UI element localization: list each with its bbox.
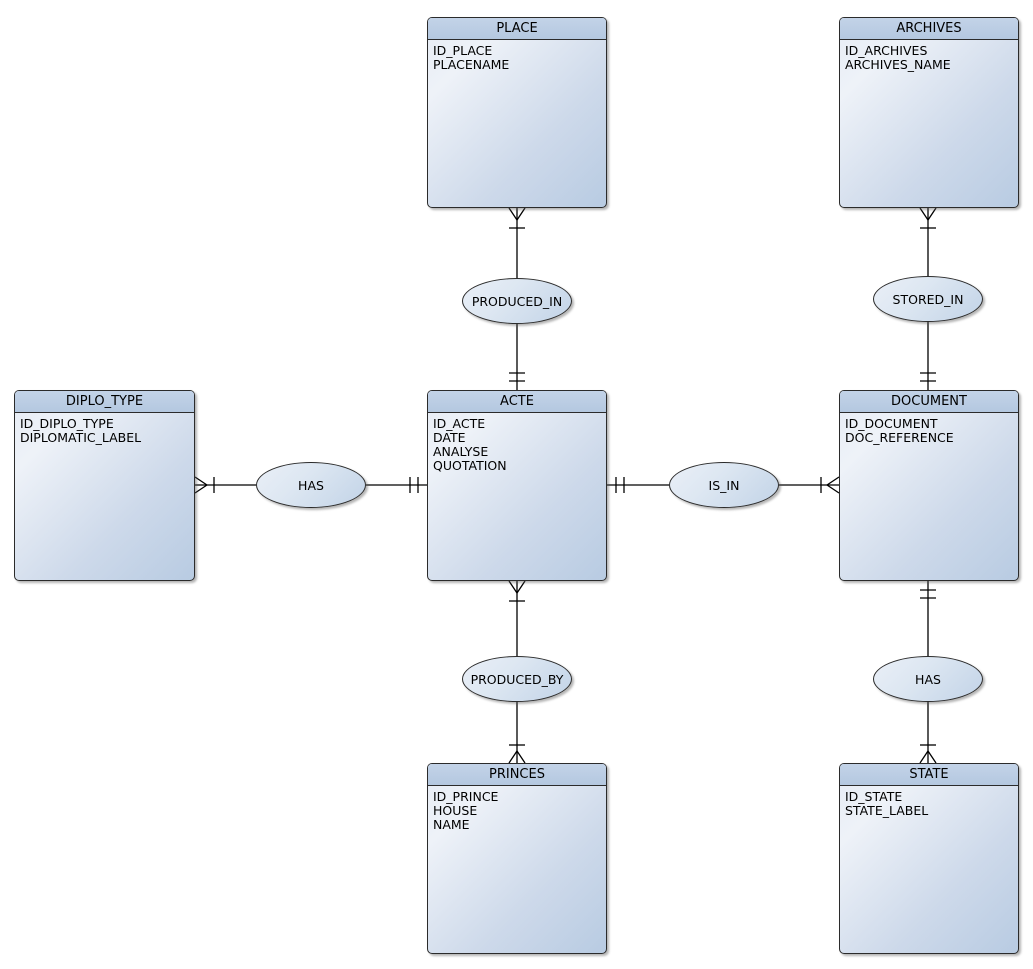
relationship-produced-by[interactable]: PRODUCED_BY — [462, 656, 572, 702]
entity-place[interactable]: PLACE ID_PLACE PLACENAME — [427, 17, 607, 208]
attribute: ID_STATE — [845, 789, 903, 804]
relationship-stored-in[interactable]: STORED_IN — [873, 276, 983, 322]
relationship-label: HAS — [298, 477, 324, 493]
relationship-label: HAS — [915, 671, 941, 687]
entity-acte[interactable]: ACTE ID_ACTE DATE ANALYSE QUOTATION — [427, 390, 607, 581]
attribute: STATE_LABEL — [845, 803, 929, 818]
attribute: DIPLOMATIC_LABEL — [20, 430, 142, 445]
entity-attributes: ID_ARCHIVES ARCHIVES_NAME — [840, 40, 1018, 76]
entity-title: PRINCES — [428, 764, 606, 786]
relationship-label: PRODUCED_BY — [470, 671, 564, 687]
entity-attributes: ID_DOCUMENT DOC_REFERENCE — [840, 413, 1018, 449]
double-tick-icon — [509, 372, 525, 382]
relationship-produced-in[interactable]: PRODUCED_IN — [462, 278, 572, 324]
attribute: HOUSE — [433, 803, 478, 818]
attribute: ID_PLACE — [433, 43, 493, 58]
double-tick-icon — [920, 589, 936, 599]
attribute: DOC_REFERENCE — [845, 430, 954, 445]
connector-acte-is-in-document[interactable] — [607, 476, 840, 494]
attribute: ID_DOCUMENT — [845, 416, 938, 431]
entity-title: DOCUMENT — [840, 391, 1018, 413]
attribute: ID_ACTE — [433, 416, 486, 431]
attribute: ID_ARCHIVES — [845, 43, 928, 58]
connector-archives-stored-in-document[interactable] — [919, 207, 937, 390]
entity-title: ARCHIVES — [840, 18, 1018, 40]
crow-foot-icon — [508, 750, 526, 764]
attribute: PLACENAME — [433, 57, 510, 72]
attribute: ANALYSE — [433, 444, 489, 459]
entity-title: STATE — [840, 764, 1018, 786]
entity-title: PLACE — [428, 18, 606, 40]
double-tick-icon — [615, 477, 625, 493]
attribute: ID_DIPLO_TYPE — [20, 416, 114, 431]
entity-title: DIPLO_TYPE — [15, 391, 194, 413]
double-tick-icon — [920, 372, 936, 382]
entity-attributes: ID_PLACE PLACENAME — [428, 40, 606, 76]
crow-foot-icon — [826, 476, 840, 494]
connector-acte-produced-by-princes[interactable] — [508, 580, 526, 764]
entity-document[interactable]: DOCUMENT ID_DOCUMENT DOC_REFERENCE — [839, 390, 1019, 581]
entity-archives[interactable]: ARCHIVES ID_ARCHIVES ARCHIVES_NAME — [839, 17, 1019, 208]
entity-princes[interactable]: PRINCES ID_PRINCE HOUSE NAME — [427, 763, 607, 954]
double-tick-icon — [409, 477, 419, 493]
crow-foot-icon — [919, 207, 937, 221]
entity-title: ACTE — [428, 391, 606, 413]
relationship-label: STORED_IN — [892, 291, 964, 307]
entity-attributes: ID_STATE STATE_LABEL — [840, 786, 1018, 822]
attribute: DATE — [433, 430, 466, 445]
entity-attributes: ID_PRINCE HOUSE NAME — [428, 786, 606, 836]
attribute: QUOTATION — [433, 458, 507, 473]
crow-foot-icon — [919, 750, 937, 764]
entity-diplo-type[interactable]: DIPLO_TYPE ID_DIPLO_TYPE DIPLOMATIC_LABE… — [14, 390, 195, 581]
connector-place-produced-in-acte[interactable] — [508, 207, 526, 390]
relationship-is-in[interactable]: IS_IN — [669, 462, 779, 508]
crow-foot-icon — [194, 476, 208, 494]
connector-document-has-state[interactable] — [919, 581, 937, 764]
relationship-label: IS_IN — [708, 477, 740, 493]
crow-foot-icon — [508, 580, 526, 594]
relationship-has-state[interactable]: HAS — [873, 656, 983, 702]
relationship-label: PRODUCED_IN — [471, 293, 563, 309]
relationship-has-diplo-type[interactable]: HAS — [256, 462, 366, 508]
entity-state[interactable]: STATE ID_STATE STATE_LABEL — [839, 763, 1019, 954]
attribute: ARCHIVES_NAME — [845, 57, 951, 72]
crow-foot-icon — [508, 207, 526, 221]
attribute: ID_PRINCE — [433, 789, 499, 804]
entity-attributes: ID_DIPLO_TYPE DIPLOMATIC_LABEL — [15, 413, 194, 449]
connector-diplo-type-has-acte[interactable] — [194, 476, 427, 494]
entity-attributes: ID_ACTE DATE ANALYSE QUOTATION — [428, 413, 606, 477]
attribute: NAME — [433, 817, 470, 832]
